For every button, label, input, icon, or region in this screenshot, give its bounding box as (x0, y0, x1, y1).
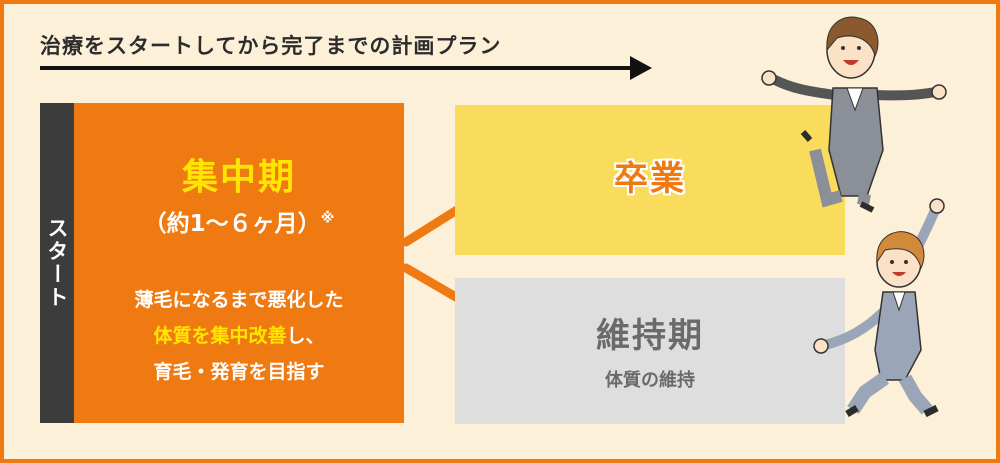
desc-line-2-rest: し、 (286, 325, 325, 347)
intensive-phase-period: （約1〜６ヶ月）※ (74, 204, 404, 238)
maintain-label: 維持期 (596, 316, 704, 356)
graduate-box: 卒業 (455, 105, 845, 255)
intensive-phase-box (74, 103, 404, 423)
desc-line-2: 体質を集中改善し、 (74, 318, 404, 354)
period-text: （約1〜６ヶ月） (143, 211, 321, 237)
maintain-sub-label: 体質の維持 (605, 370, 695, 391)
woman-bottom-illustration (813, 198, 945, 418)
desc-line-1: 薄毛になるまで悪化した (134, 289, 344, 311)
jumping-woman-illustration (761, 16, 947, 418)
intensive-phase-title: 集中期 (181, 157, 296, 198)
desc-line-3: 育毛・発育を目指す (153, 361, 325, 383)
start-label: スタート (45, 217, 69, 309)
woman-top-illustration (761, 16, 947, 213)
desc-highlight: 体質を集中改善 (153, 325, 287, 347)
timeline-arrow-icon (40, 56, 652, 80)
graduate-label: 卒業 (614, 159, 686, 199)
start-bar (40, 103, 74, 423)
note-mark: ※ (320, 210, 335, 227)
plan-title: 治療をスタートしてから完了までの計画プラン (40, 34, 502, 58)
intensive-phase-description: 薄毛になるまで悪化した 体質を集中改善し、 育毛・発育を目指す (74, 282, 404, 390)
maintain-box: 維持期 体質の維持 (455, 278, 845, 424)
